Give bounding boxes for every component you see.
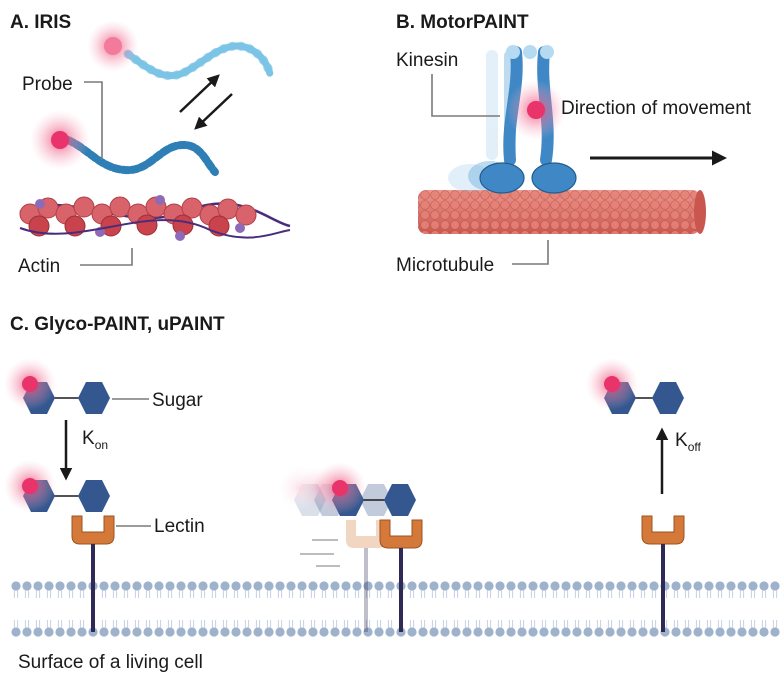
sugar-free-right [586, 358, 684, 414]
fluorophore-upper-icon [87, 20, 139, 72]
kon-label: Kon [82, 428, 108, 452]
actin-filament [19, 195, 291, 241]
kinesin-label: Kinesin [396, 50, 458, 71]
kinesin-leader-line [431, 74, 500, 117]
direction-label: Direction of movement [561, 98, 752, 119]
sugar-bound-left [4, 460, 110, 512]
sugar-free-left [4, 358, 110, 414]
microtubule-leader-line [512, 240, 549, 265]
sugar-hexagon-icon [78, 382, 110, 414]
lectin-label: Lectin [154, 516, 205, 537]
probe-strand-upper [123, 41, 275, 81]
probe-strand-lower [64, 136, 219, 176]
release-arrow-icon [179, 74, 220, 113]
panel-b-title: B. MotorPAINT [396, 12, 529, 33]
kinesin-motor-icon [448, 45, 577, 194]
cell-membrane [11, 581, 780, 637]
actin-leader-line [80, 248, 133, 266]
diffusing-complex [278, 462, 423, 632]
lectin-left-icon [71, 515, 115, 632]
panel-a-title: A. IRIS [10, 12, 71, 33]
fluorophore-kinesin-icon [506, 80, 566, 140]
probe-leader-line [84, 81, 103, 160]
fluorophore-lower-icon [30, 110, 90, 170]
sugar-hexagon-icon [78, 480, 110, 512]
microtubule-label: Microtubule [396, 255, 494, 276]
microtubule [418, 190, 706, 234]
panel-c-title: C. Glyco-PAINT, uPAINT [10, 314, 225, 335]
sugar-label: Sugar [152, 390, 203, 411]
probe-label: Probe [22, 74, 73, 95]
binding-arrow-icon [194, 93, 233, 130]
sugar-hexagon-icon [652, 382, 684, 414]
lectin-right-icon [641, 515, 685, 632]
surface-label: Surface of a living cell [18, 652, 203, 673]
actin-label: Actin [18, 256, 60, 277]
koff-label: Koff [675, 430, 701, 454]
